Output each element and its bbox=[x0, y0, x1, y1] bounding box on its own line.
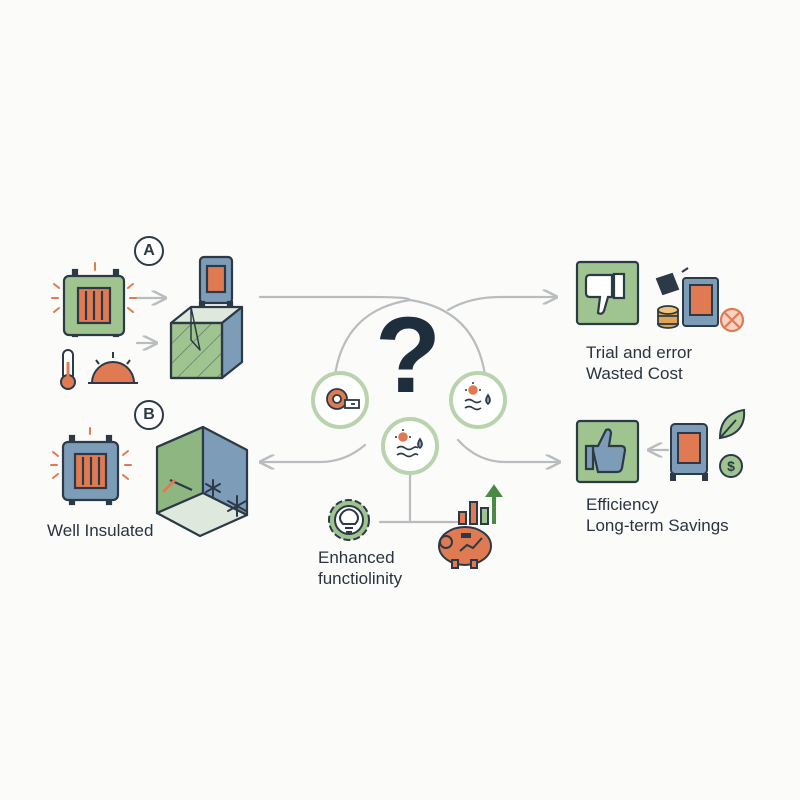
arrow-to-good-outcome bbox=[456, 438, 558, 462]
good-outcome-line2: Long-term Savings bbox=[586, 516, 729, 535]
dollar-coin-icon bbox=[719, 454, 743, 478]
feature-line1: Enhanced bbox=[318, 548, 395, 567]
growth-chart-icon bbox=[458, 484, 503, 525]
connector-top-left bbox=[258, 295, 412, 302]
leaf-icon bbox=[718, 408, 746, 440]
scenario-b-caption: Well Insulated bbox=[47, 521, 154, 540]
heater-icon bbox=[61, 434, 120, 506]
heat-rays bbox=[50, 427, 132, 480]
climate-node bbox=[381, 417, 439, 475]
good-outcome-line1: Efficiency bbox=[586, 495, 659, 514]
bad-outcome-line1: Trial and error bbox=[586, 343, 693, 362]
broken-device-icon bbox=[655, 267, 719, 327]
thumbs-down-icon bbox=[575, 260, 640, 326]
feature-line2: functiolinity bbox=[318, 569, 403, 588]
snowflake-icon bbox=[205, 479, 247, 517]
question-mark: ? bbox=[375, 294, 441, 415]
weather-icon bbox=[395, 429, 423, 458]
sunrise-gauge-icon bbox=[88, 352, 138, 384]
scenario-b-badge: B bbox=[134, 400, 164, 430]
arrow-to-scenario-b bbox=[262, 443, 367, 462]
open-box-icon bbox=[169, 305, 244, 380]
tape-measure-icon bbox=[326, 388, 360, 410]
portable-heater-icon bbox=[670, 423, 708, 481]
thermometer-icon bbox=[60, 349, 76, 390]
scenario-a bbox=[51, 255, 244, 390]
lightbulb-gear-icon bbox=[328, 499, 370, 541]
connector-lines bbox=[135, 295, 670, 524]
dollar-sign: $ bbox=[727, 458, 735, 474]
insulated-box-icon bbox=[155, 425, 249, 538]
bad-outcome bbox=[575, 260, 745, 333]
scenario-a-badge: A bbox=[134, 236, 164, 266]
arrow-to-bad-outcome bbox=[446, 297, 555, 312]
scenario-b bbox=[50, 425, 249, 538]
weather-icon bbox=[464, 382, 491, 411]
heater-icon bbox=[62, 268, 126, 338]
heat-rays bbox=[51, 262, 137, 313]
cancel-icon bbox=[719, 307, 745, 333]
weather-node bbox=[449, 371, 507, 429]
tape-measure-node bbox=[311, 371, 369, 429]
coins-icon bbox=[657, 305, 679, 329]
good-outcome: $ bbox=[575, 408, 746, 484]
portable-heater-icon bbox=[198, 255, 234, 311]
bad-outcome-line2: Wasted Cost bbox=[586, 364, 683, 383]
thumbs-up-icon bbox=[575, 419, 640, 484]
piggy-bank-icon bbox=[438, 526, 492, 569]
